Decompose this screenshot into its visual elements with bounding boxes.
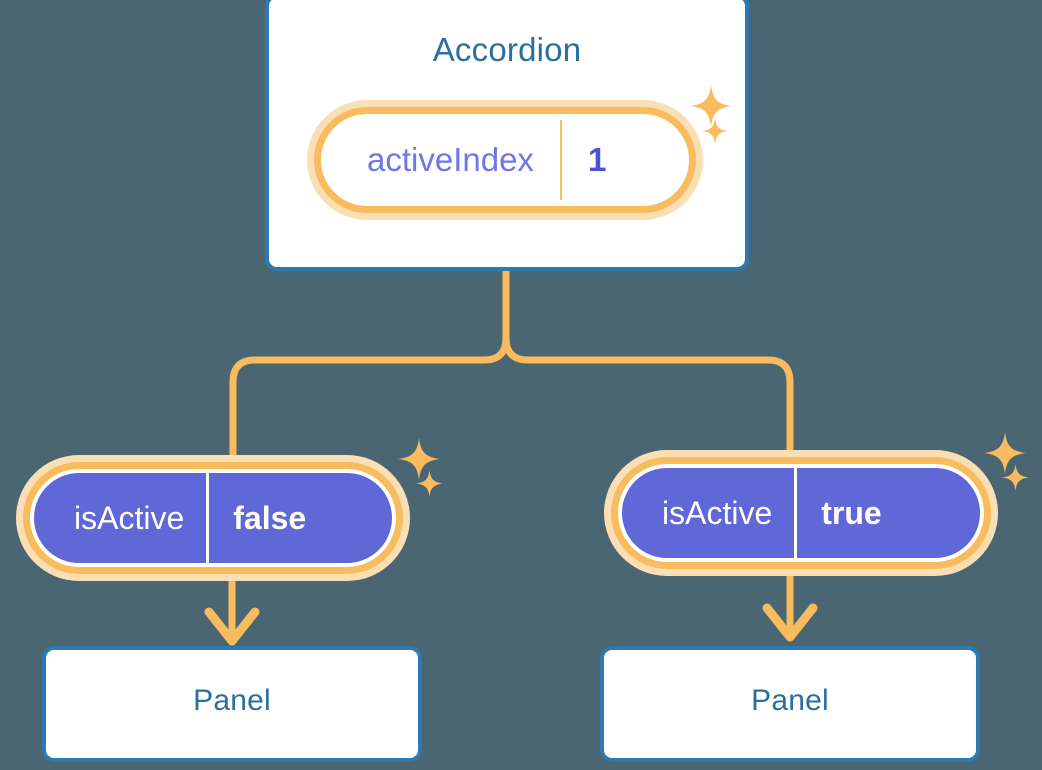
prop-pill-is-active-false[interactable]: isActive false [16,455,410,581]
pill-divider [559,120,562,200]
arrow-down-icon-left [204,580,260,646]
pill-divider [206,473,210,563]
connector-tree-path [502,267,794,459]
connector-tree-path-left [229,334,510,464]
pill-body: isActive true [618,464,984,562]
pill-key-label: isActive [662,494,773,531]
sparkle-icon [416,470,443,497]
pill-value-label: true [821,494,882,531]
panel-component-card-left[interactable]: Panel [42,646,422,762]
pill-ring: activeIndex 1 [314,107,696,213]
pill-body: activeIndex 1 [321,114,689,206]
pill-value-label: false [233,499,307,536]
pill-key-label: activeIndex [367,141,534,178]
prop-pill-is-active-true[interactable]: isActive true [604,450,998,576]
arrow-down-icon-right [762,576,818,642]
sparkle-icon [398,438,440,480]
sparkle-icon [984,432,1026,474]
panel-component-card-right[interactable]: Panel [600,646,980,762]
sparkle-icon [1002,464,1029,491]
page-title: Accordion [432,31,582,68]
state-pill-active-index[interactable]: activeIndex 1 [307,100,703,220]
pill-key-label: isActive [74,499,185,536]
panel-title-left: Panel [193,684,271,717]
panel-title-right: Panel [751,684,829,717]
pill-divider [794,468,798,558]
pill-ring: isActive true [611,457,991,569]
pill-ring: isActive false [23,462,403,574]
pill-body: isActive false [30,469,396,567]
pill-value-label: 1 [587,141,607,178]
